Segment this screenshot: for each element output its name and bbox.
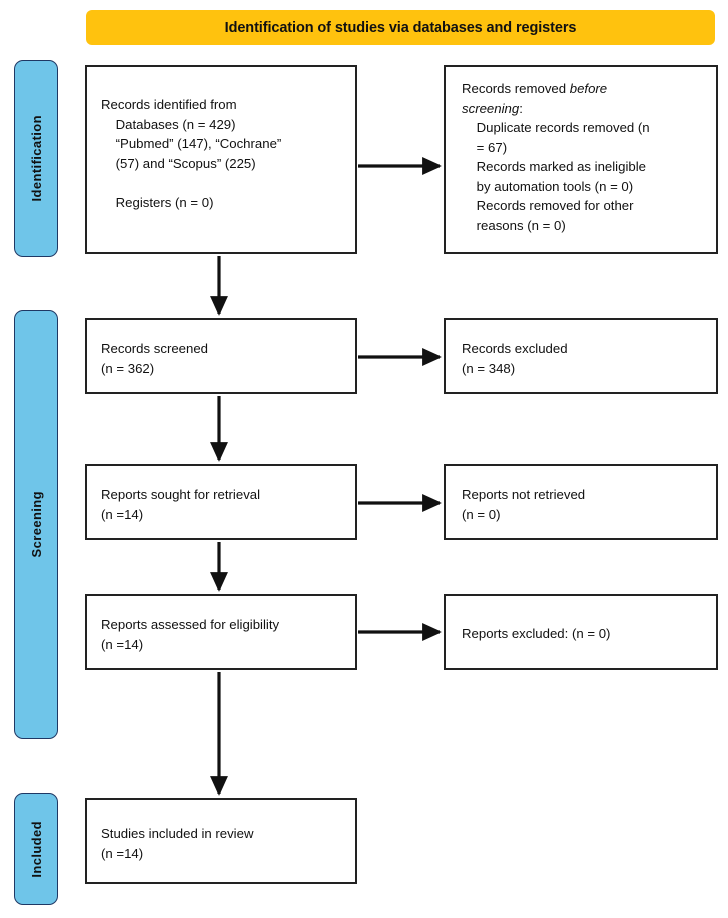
box-reports-assessed: Reports assessed for eligibility (n =14) — [85, 594, 357, 670]
reports-sought-line1: Reports sought for retrieval — [101, 487, 261, 502]
records-removed-line3: Duplicate records removed (n — [462, 120, 650, 135]
phase-bar-screening: Screening — [14, 310, 58, 739]
phase-label-included: Included — [28, 820, 44, 878]
records-excluded-line1: Records excluded — [462, 341, 568, 356]
box-records-excluded: Records excluded (n = 348) — [444, 318, 718, 394]
box-reports-sought: Reports sought for retrieval (n =14) — [85, 464, 357, 540]
header-banner: Identification of studies via databases … — [86, 10, 715, 45]
studies-included-line1: Studies included in review — [101, 826, 254, 841]
records-removed-line8: reasons (n = 0) — [462, 217, 566, 233]
box-studies-included-text: Studies included in review (n =14) — [101, 824, 347, 863]
records-identified-line4: (57) and “Scopus” (225) — [101, 155, 256, 171]
records-identified-line2: Databases (n = 429) — [101, 116, 236, 132]
records-removed-line5: Records marked as ineligible — [462, 159, 646, 174]
records-removed-line2-suffix: : — [519, 100, 523, 116]
box-records-excluded-text: Records excluded (n = 348) — [462, 339, 708, 378]
box-records-identified-text: Records identified from Databases (n = 4… — [101, 95, 347, 212]
reports-excluded-line1: Reports excluded: (n = 0) — [462, 626, 611, 641]
box-records-removed-text: Records removed before screening: Duplic… — [462, 79, 708, 235]
records-identified-line6: Registers (n = 0) — [101, 194, 214, 210]
records-screened-line2: (n = 362) — [101, 360, 155, 376]
reports-assessed-line1: Reports assessed for eligibility — [101, 617, 280, 632]
box-records-identified: Records identified from Databases (n = 4… — [85, 65, 357, 254]
box-reports-not-retrieved-text: Reports not retrieved (n = 0) — [462, 485, 708, 524]
box-records-removed: Records removed before screening: Duplic… — [444, 65, 718, 254]
phase-bar-included: Included — [14, 793, 58, 905]
box-reports-not-retrieved: Reports not retrieved (n = 0) — [444, 464, 718, 540]
studies-included-line2: (n =14) — [101, 845, 144, 861]
reports-sought-line2: (n =14) — [101, 506, 144, 522]
header-banner-label: Identification of studies via databases … — [224, 19, 577, 36]
records-removed-line1-italic: before — [569, 81, 608, 96]
reports-not-retrieved-line2: (n = 0) — [462, 506, 501, 522]
records-removed-line7: Records removed for other — [462, 198, 634, 213]
box-reports-excluded: Reports excluded: (n = 0) — [444, 594, 718, 670]
records-removed-line1-prefix: Records removed — [462, 81, 570, 96]
reports-assessed-line2: (n =14) — [101, 636, 144, 652]
records-excluded-line2: (n = 348) — [462, 360, 516, 376]
box-records-screened: Records screened (n = 362) — [85, 318, 357, 394]
reports-not-retrieved-line1: Reports not retrieved — [462, 487, 586, 502]
box-reports-assessed-text: Reports assessed for eligibility (n =14) — [101, 615, 347, 654]
records-identified-line1: Records identified from — [101, 97, 237, 112]
phase-bar-identification: Identification — [14, 60, 58, 257]
box-records-screened-text: Records screened (n = 362) — [101, 339, 347, 378]
box-reports-excluded-text: Reports excluded: (n = 0) — [462, 624, 708, 644]
records-removed-line2-italic: screening — [462, 100, 520, 116]
phase-label-identification: Identification — [28, 115, 44, 202]
box-reports-sought-text: Reports sought for retrieval (n =14) — [101, 485, 347, 524]
box-studies-included: Studies included in review (n =14) — [85, 798, 357, 884]
phase-label-screening: Screening — [28, 491, 44, 558]
records-screened-line1: Records screened — [101, 341, 209, 356]
records-removed-line6: by automation tools (n = 0) — [462, 178, 634, 194]
records-identified-line3: “Pubmed” (147), “Cochrane” — [101, 136, 282, 151]
records-removed-line4: = 67) — [462, 139, 508, 155]
